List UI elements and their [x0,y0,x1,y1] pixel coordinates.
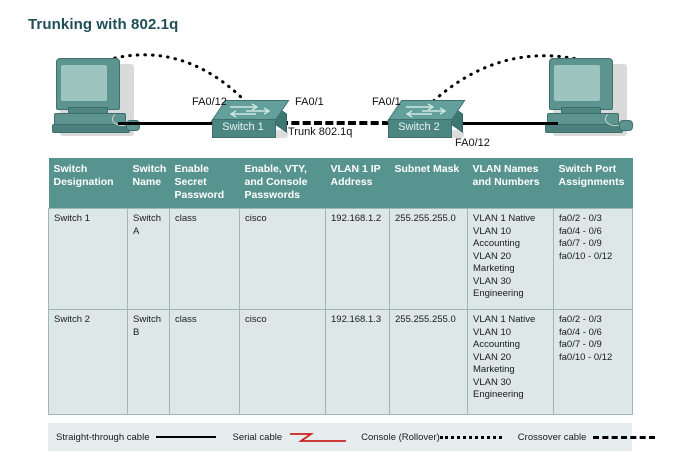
list-item: Engineering [473,389,524,400]
list-item: fa0/10 - 0/12 [559,351,613,363]
col-header-enable-vty-console-passwords: Enable, VTY, and Console Passwords [239,158,326,209]
list-item: fa0/2 - 0/3 [559,314,602,325]
cable-switch2-to-pc-right [450,122,558,125]
page-title: Trunking with 802.1q [28,16,179,33]
col-header-switch-port-assignments: Switch Port Assignments [553,158,633,209]
port-label-switch1-fa01: FA0/1 [295,96,324,108]
list-item: VLAN 20 [473,351,512,363]
legend-crossover: Crossover cable [518,432,658,443]
legend-serial-label: Serial cable [232,431,283,443]
cell-passwords: cisco [239,309,326,415]
legend-serial: Serial cable [232,431,355,443]
crossover-cable-line-icon [593,435,656,439]
table-row: Switch 2 Switch B class cisco 192.168.1.… [48,309,633,415]
list-item: VLAN 1 Native [473,213,536,224]
cell-ip: 192.168.1.3 [325,309,390,415]
switch-arrows-icon [229,103,271,118]
port-label-switch2-fa01: FA0/1 [372,96,401,108]
pc-right-icon [545,58,633,138]
cell-mask: 255.255.255.0 [389,208,468,310]
list-item: VLAN 10 [473,326,512,338]
switch2-label: Switch 2 [398,121,440,133]
cell-secret: class [169,208,240,310]
list-item: VLAN 20 [473,250,512,262]
cell-designation: Switch 1 [48,208,128,310]
col-header-switch-name: Switch Name [127,158,170,209]
list-item: fa0/4 - 0/6 [559,326,602,338]
list-item: Marketing [473,364,515,375]
cell-name: Switch B [127,309,170,415]
console-rollover-line-icon [439,435,502,439]
table-header-row: Switch Designation Switch Name Enable Se… [48,158,633,209]
legend-straight-through: Straight-through cable [56,432,226,443]
cell-ip: 192.168.1.2 [325,208,390,310]
cell-secret: class [169,309,240,415]
network-topology-diagram: Switch 1 Switch 2 FA0/12 FA0/1 FA0/1 FA0… [0,44,680,156]
pc-mouse [126,120,140,131]
switch-configuration-table: Switch Designation Switch Name Enable Se… [48,158,633,415]
col-header-switch-designation: Switch Designation [48,158,128,209]
pc-screen [60,64,108,102]
pc-screen [553,64,601,102]
table-row: Switch 1 Switch A class cisco 192.168.1.… [48,208,633,310]
legend-console-label: Console (Rollover) [361,431,440,443]
list-item: fa0/7 - 0/9 [559,339,602,350]
switch-front [388,119,452,138]
list-item: VLAN 10 [473,225,512,237]
switch1-label: Switch 1 [222,121,264,133]
pc-mouse [619,120,633,131]
straight-through-line-icon [156,436,217,438]
cell-name: Switch A [127,208,170,310]
list-item: VLAN 30 [473,376,512,388]
list-item: fa0/4 - 0/6 [559,225,602,237]
switch-front [212,119,276,138]
list-item: VLAN 1 Native [473,314,536,325]
cell-mask: 255.255.255.0 [389,309,468,415]
cable-pc-left-to-switch1 [118,122,218,125]
switch2-icon: Switch 2 [386,100,466,138]
serial-cable-line-icon [290,433,347,442]
trunk-label: Trunk 802.1q [288,126,353,138]
port-label-right-fa012: FA0/12 [455,137,490,149]
cell-passwords: cisco [239,208,326,310]
col-header-vlan1-ip-address: VLAN 1 IP Address [325,158,390,209]
switch-arrows-icon [405,103,447,118]
cable-legend: Straight-through cable Serial cable Cons… [48,423,656,451]
list-item: fa0/7 - 0/9 [559,238,602,249]
pc-mouse-cord [605,112,625,126]
list-item: Engineering [473,288,524,299]
switch1-icon: Switch 1 [210,100,290,138]
list-item: fa0/10 - 0/12 [559,250,613,262]
legend-console: Console (Rollover) [361,432,512,443]
legend-crossover-label: Crossover cable [517,431,587,443]
pc-left-icon [52,58,140,138]
col-header-subnet-mask: Subnet Mask [389,158,468,209]
list-item: Accounting [473,238,521,249]
pc-mouse-cord [112,112,132,126]
cell-designation: Switch 2 [48,309,128,415]
col-header-enable-secret-password: Enable Secret Password [169,158,240,209]
list-item: Marketing [473,263,515,274]
col-header-vlan-names-numbers: VLAN Names and Numbers [467,158,554,209]
list-item: fa0/2 - 0/3 [559,213,602,224]
list-item: VLAN 30 [473,275,512,287]
cable-trunk-802-1q [280,121,390,125]
legend-straight-through-label: Straight-through cable [56,431,150,443]
port-label-left-fa012: FA0/12 [192,96,227,108]
list-item: Accounting [473,339,521,350]
